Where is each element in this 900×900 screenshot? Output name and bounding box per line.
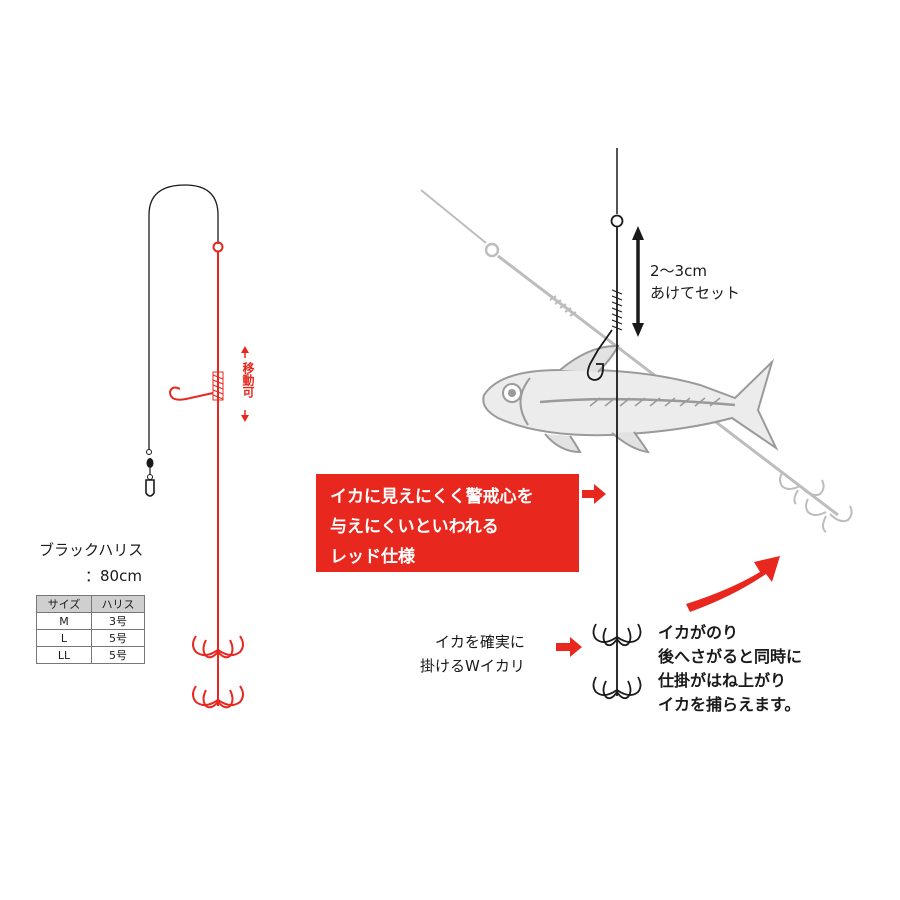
table-cell-leader: 5号 <box>91 646 145 664</box>
sliding-hook-icon <box>168 371 224 401</box>
table-header-row: サイズ ハリス <box>36 595 145 613</box>
red-treble-hook-lower-icon <box>192 675 244 709</box>
table-row: M 3号 <box>36 612 145 630</box>
right-rig <box>586 148 644 700</box>
red-callout-line-3: レッド仕様 <box>330 547 415 567</box>
catch-mechanism-label: イカがのり 後へさがると同時に 仕掛がはね上がり イカを捕らえます。 <box>658 621 802 717</box>
red-ring-icon <box>212 241 224 253</box>
table-cell-leader: 5号 <box>91 629 145 647</box>
red-spec-callout: イカに見えにくく警戒心を 与えにくいといわれる レッド仕様 <box>316 474 579 572</box>
w-hook-arrow-icon <box>556 637 582 657</box>
table-cell-leader: 3号 <box>91 612 145 630</box>
size-spec-table: サイズ ハリス M 3号 L 5号 LL 5号 <box>36 595 145 664</box>
w-hook-label: イカを確実に 掛けるWイカリ <box>420 630 525 678</box>
table-cell-size: LL <box>36 646 92 664</box>
right-fish-hook-icon <box>586 329 613 381</box>
move-arrow-down-icon <box>241 415 249 422</box>
gap-label-line-1: 2〜3cm <box>650 262 707 280</box>
w-hook-label-line-1: イカを確実に <box>434 633 525 651</box>
red-callout-line-2: 与えにくいといわれる <box>330 517 499 537</box>
table-cell-size: M <box>36 612 92 630</box>
catch-label-line-4: イカを捕らえます。 <box>658 695 801 714</box>
ghost-treble-hook-icon <box>779 472 853 533</box>
red-arrows <box>556 484 780 657</box>
red-callout-line-1: イカに見えにくく警戒心を <box>330 487 534 507</box>
bait-fish-icon <box>482 344 779 454</box>
black-leader-length: ：80cm <box>85 567 142 585</box>
catch-label-line-2: 後へさがると同時に <box>658 647 803 666</box>
swing-up-arrow-icon <box>686 556 780 612</box>
right-ring-icon <box>610 214 624 228</box>
left-rig <box>145 184 249 709</box>
catch-label-line-3: 仕掛がはね上がり <box>658 671 787 690</box>
red-treble-hook-upper-icon <box>192 628 244 659</box>
w-hook-label-line-2: 掛けるWイカリ <box>420 657 525 675</box>
catch-label-line-1: イカがのり <box>658 623 739 642</box>
gap-label-line-2: あけてセット <box>650 284 741 302</box>
snap-swivel-icon <box>145 449 155 497</box>
red-box-arrow-icon <box>582 484 606 504</box>
black-leader-line <box>148 184 219 450</box>
black-leader-label: ブラックハリス <box>39 541 144 559</box>
move-arrow-up-icon <box>241 346 249 353</box>
black-treble-hook-lower-icon <box>592 664 642 700</box>
black-treble-hook-upper-icon <box>592 612 642 647</box>
table-cell-size: L <box>36 629 92 647</box>
table-header-leader: ハリス <box>91 595 145 613</box>
table-row: LL 5号 <box>36 646 145 664</box>
move-label: 移動可 <box>241 362 255 398</box>
gap-label: 2〜3cm あけてセット <box>650 260 740 304</box>
table-row: L 5号 <box>36 629 145 647</box>
table-header-size: サイズ <box>36 595 92 613</box>
